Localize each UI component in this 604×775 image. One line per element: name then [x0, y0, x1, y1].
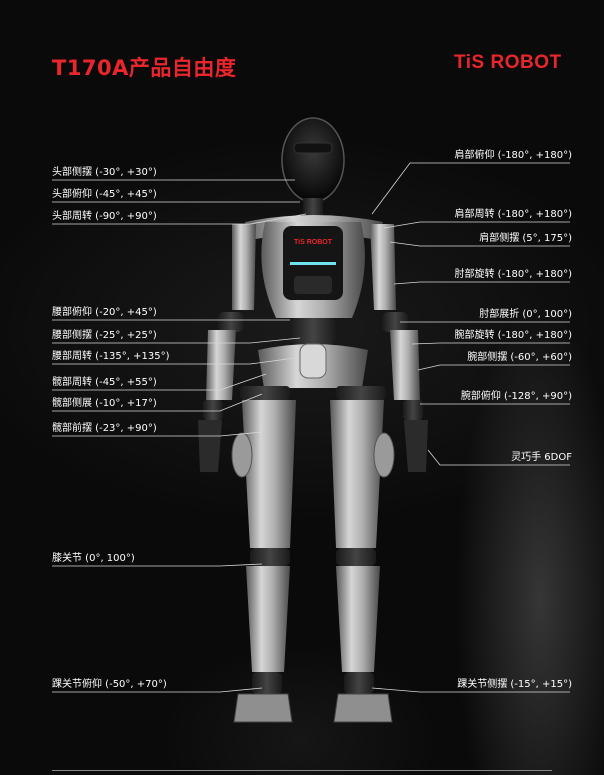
robot-ankle-right: [344, 672, 374, 694]
label-head-yaw: 头部周转 (-90°, +90°): [52, 211, 157, 222]
label-ankle-roll: 踝关节侧摆 (-15°, +15°): [457, 679, 572, 690]
label-ankle-pitch: 踝关节俯仰 (-50°, +70°): [52, 679, 167, 690]
leader-ankle-roll: [371, 687, 570, 693]
robot-thigh-pad-left: [231, 432, 253, 478]
robot-chest-vent: [294, 276, 332, 294]
robot-hip-right: [336, 386, 386, 400]
page-title: T170A产品自由度: [52, 56, 237, 80]
robot-shin-right: [336, 566, 380, 672]
leader-knee: [52, 563, 263, 567]
robot-forearm-left: [206, 330, 236, 400]
label-head-roll: 头部侧摆 (-30°, +30°): [52, 167, 157, 178]
robot-hip-left: [240, 386, 290, 400]
leader-ankle-pitch: [52, 687, 263, 693]
robot-neck: [303, 198, 323, 220]
robot-wrist-left: [203, 400, 223, 420]
robot-knee-right: [336, 548, 376, 566]
leader-wrist-roll: [417, 364, 570, 371]
robot-wrist-right: [403, 400, 423, 420]
label-waist-yaw: 腰部周转 (-135°, +135°): [52, 351, 170, 362]
leader-hip-yaw: [52, 373, 267, 391]
label-wrist-roll: 腕部侧摆 (-60°, +60°): [467, 352, 572, 363]
robot-hand-left: [198, 420, 222, 472]
leader-wrist-yaw: [411, 342, 570, 345]
label-shoulder-pitch: 肩部俯仰 (-180°, +180°): [454, 150, 573, 161]
leader-dexterous-hand: [427, 449, 570, 466]
label-hip-yaw: 髋部周转 (-45°, +55°): [52, 377, 157, 388]
label-dexterous-hand: 灵巧手 6DOF: [511, 452, 572, 463]
label-elbow-yaw: 肘部旋转 (-180°, +180°): [454, 269, 573, 280]
leader-hip-roll: [52, 393, 263, 412]
robot-elbow-right: [382, 312, 408, 332]
leader-elbow-yaw: [393, 281, 570, 285]
robot-chest-light: [290, 262, 336, 265]
label-wrist-yaw: 腕部旋转 (-180°, +180°): [454, 330, 573, 341]
robot-elbow-left: [218, 312, 244, 332]
label-elbow-flex: 肘部展折 (0°, 100°): [479, 309, 572, 320]
robot-pelvis-center: [299, 343, 327, 379]
leader-shoulder-roll: [389, 241, 570, 247]
leader-hip-pitch: [52, 431, 263, 437]
robot-waist-joint: [290, 318, 336, 344]
label-hip-roll: 髋部侧展 (-10°, +17°): [52, 398, 157, 409]
leader-waist-yaw: [52, 357, 296, 365]
robot-forearm-right: [390, 330, 420, 400]
robot-hand-right: [404, 420, 428, 472]
brand-logo-text: TiS ROBOT: [454, 52, 562, 73]
leader-shoulder-yaw: [383, 221, 570, 229]
robot-foot-left: [233, 693, 293, 723]
label-waist-roll: 腰部侧摆 (-25°, +25°): [52, 330, 157, 341]
robot-shin-left: [246, 566, 290, 672]
label-knee: 膝关节 (0°, 100°): [52, 553, 135, 564]
robot-upper-arm-left: [232, 224, 256, 310]
robot-thigh-pad-right: [373, 432, 395, 478]
leader-head-yaw: [52, 213, 307, 225]
leader-shoulder-pitch: [371, 162, 570, 215]
robot-thigh-right: [330, 400, 384, 548]
label-head-pitch: 头部俯仰 (-45°, +45°): [52, 189, 157, 200]
label-wrist-pitch: 腕部俯仰 (-128°, +90°): [460, 391, 572, 402]
robot-chest-logo: TiS ROBOT: [294, 239, 333, 246]
label-shoulder-roll: 肩部侧摆 (5°, 175°): [479, 233, 572, 244]
label-shoulder-yaw: 肩部周转 (-180°, +180°): [454, 209, 573, 220]
bottom-divider: [52, 770, 552, 771]
robot-eye-band: [293, 142, 333, 154]
robot-upper-arm-right: [370, 224, 396, 310]
leader-waist-roll: [52, 337, 301, 344]
label-hip-pitch: 髋部前摆 (-23°, +90°): [52, 423, 157, 434]
robot-knee-left: [250, 548, 290, 566]
robot-foot-right: [333, 693, 393, 723]
label-waist-pitch: 腰部俯仰 (-20°, +45°): [52, 307, 157, 318]
brand-logo: TiS ROBOT: [454, 52, 562, 73]
robot-thigh-left: [242, 400, 296, 548]
